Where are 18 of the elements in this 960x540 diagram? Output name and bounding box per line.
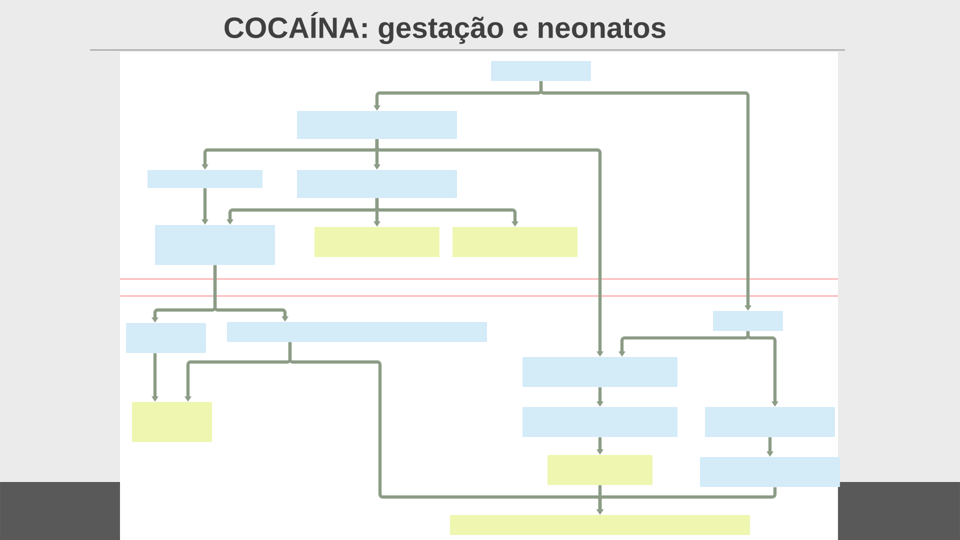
process-box (522, 406, 678, 437)
process-box (296, 111, 457, 140)
process-box (704, 406, 835, 437)
process-box (491, 61, 591, 82)
outcome-box (548, 454, 652, 485)
process-box (700, 456, 840, 487)
process-box (522, 357, 678, 387)
process-box (126, 322, 206, 353)
process-box (227, 322, 487, 342)
process-box (296, 170, 457, 198)
process-box (148, 170, 262, 188)
process-box (713, 311, 783, 331)
slide-title: COCAÍNA: gestação e neonatos (224, 12, 666, 44)
process-box (155, 225, 275, 265)
outcome-box (450, 515, 750, 535)
outcome-box (132, 402, 212, 442)
outcome-box (452, 226, 578, 257)
outcome-box (314, 226, 440, 257)
